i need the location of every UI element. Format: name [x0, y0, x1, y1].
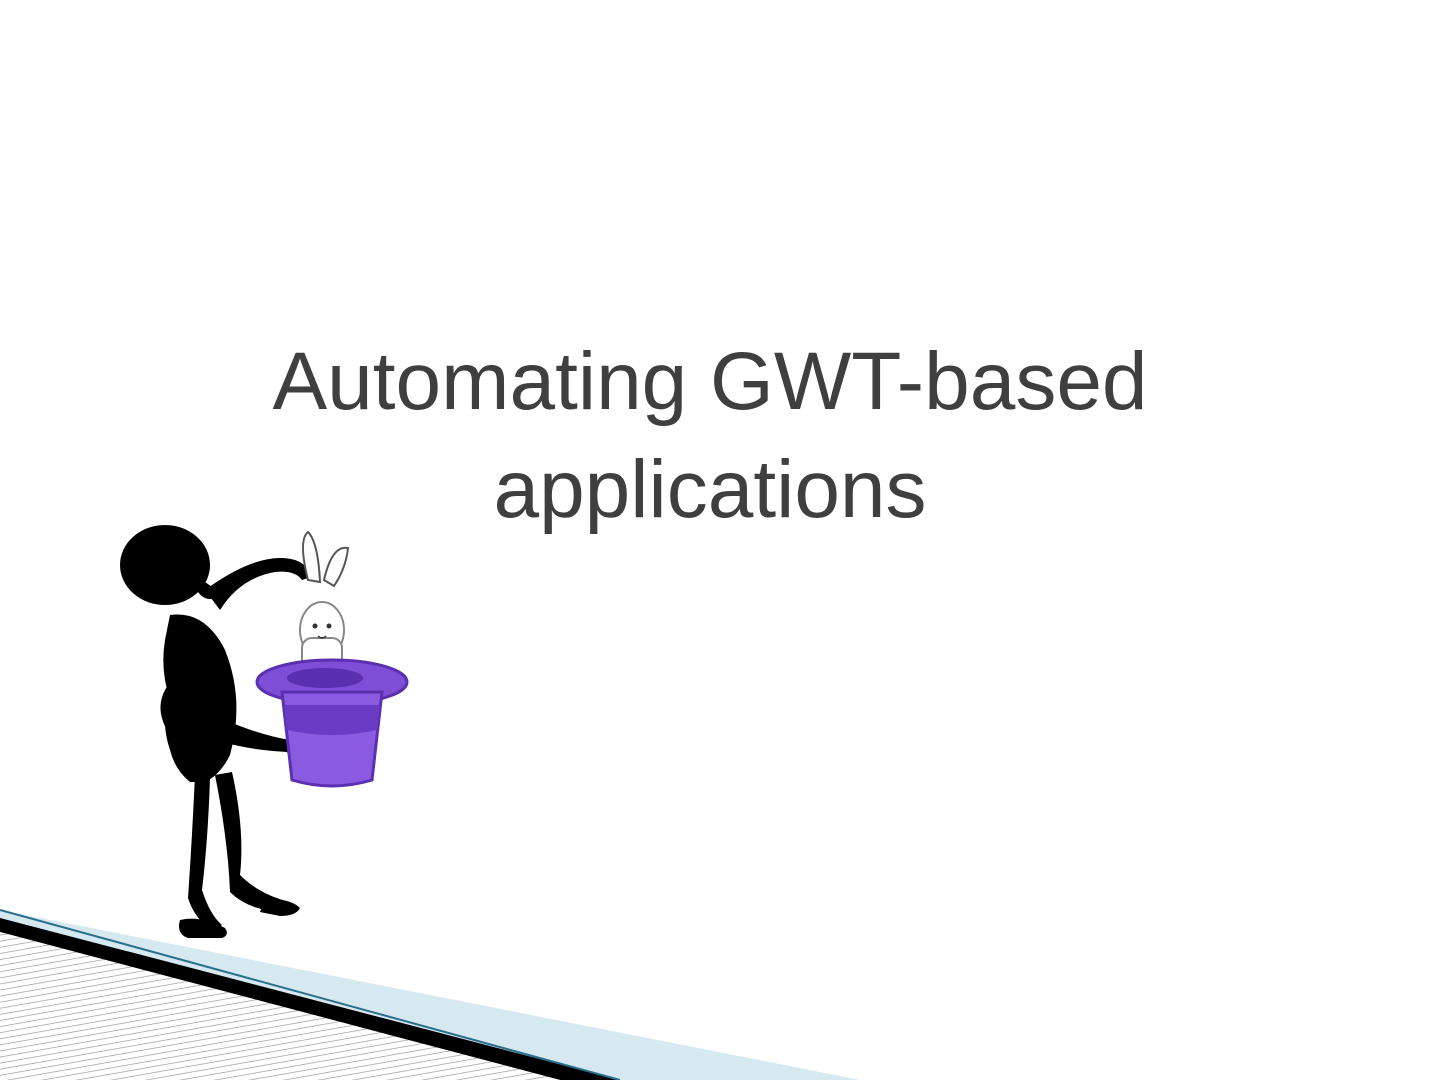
corner-decoration [0, 909, 860, 1080]
slide-title: Automating GWT-based applications [120, 328, 1300, 544]
slide-title-line-2: applications [493, 444, 927, 535]
slide-title-line-1: Automating GWT-based [272, 336, 1148, 427]
magician-with-hat-and-rabbit-icon [120, 525, 409, 938]
